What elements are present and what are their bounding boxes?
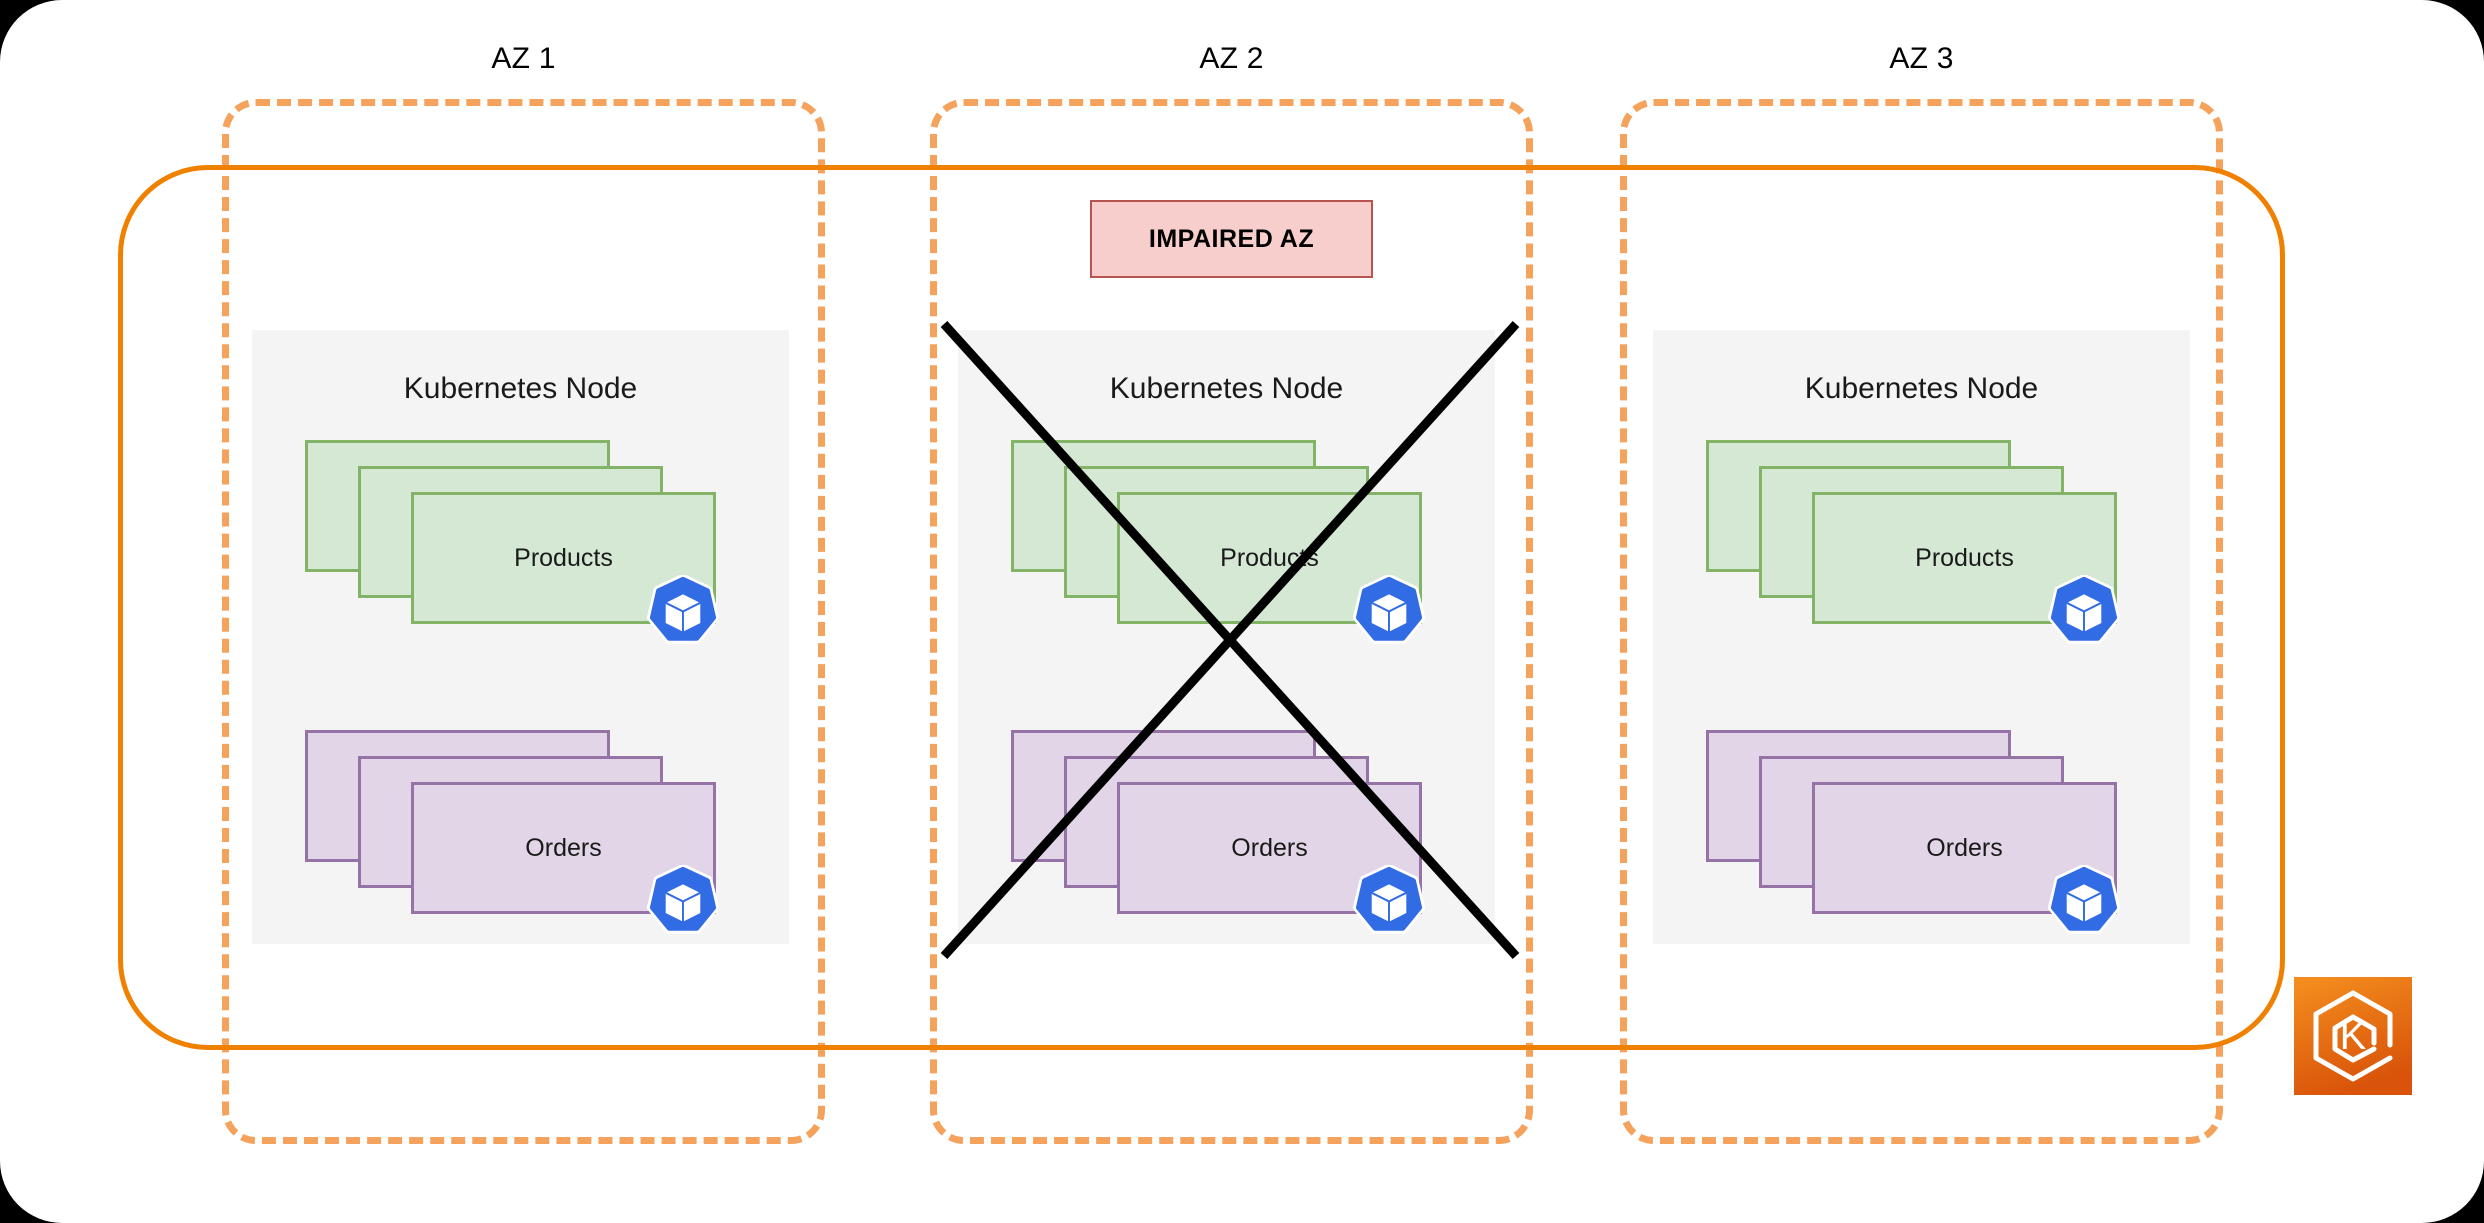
kubernetes-pod-icon bbox=[645, 573, 721, 651]
pod-stack-products-az3: Products bbox=[1706, 440, 2121, 644]
kubernetes-node-panel-az1: Kubernetes Node Products bbox=[252, 330, 789, 944]
pod-stack-products-az2: Products bbox=[1011, 440, 1426, 644]
eks-logo-icon: K bbox=[2294, 977, 2412, 1095]
pod-label-products-az3: Products bbox=[1915, 543, 2014, 572]
pod-stack-orders-az3: Orders bbox=[1706, 730, 2121, 934]
pod-stack-orders-az1: Orders bbox=[305, 730, 720, 934]
az-label-az2: AZ 2 bbox=[1199, 42, 1264, 75]
availability-zone-box-az3 bbox=[1620, 99, 2223, 1144]
kubernetes-node-panel-az2: Kubernetes Node Products bbox=[958, 330, 1495, 944]
impaired-az-badge: IMPAIRED AZ bbox=[1090, 200, 1373, 278]
availability-zone-box-az2 bbox=[930, 99, 1533, 1144]
kubernetes-pod-icon bbox=[1351, 863, 1427, 941]
svg-text:K: K bbox=[2340, 1014, 2367, 1058]
kubernetes-pod-icon bbox=[2046, 573, 2122, 651]
pod-label-orders-az3: Orders bbox=[1926, 833, 2003, 862]
pod-stack-products-az1: Products bbox=[305, 440, 720, 644]
pod-stack-orders-az2: Orders bbox=[1011, 730, 1426, 934]
kubernetes-pod-icon bbox=[2046, 863, 2122, 941]
node-title-az1: Kubernetes Node bbox=[403, 372, 638, 405]
kubernetes-pod-icon bbox=[1351, 573, 1427, 651]
pod-replica: Orders bbox=[1812, 782, 2117, 914]
kubernetes-pod-icon bbox=[645, 863, 721, 941]
node-title-az3: Kubernetes Node bbox=[1804, 372, 2039, 405]
pod-label-products-az1: Products bbox=[514, 543, 613, 572]
az-label-az3: AZ 3 bbox=[1889, 42, 1954, 75]
az-label-az1: AZ 1 bbox=[491, 42, 556, 75]
availability-zone-box-az1 bbox=[222, 99, 825, 1144]
kubernetes-node-panel-az3: Kubernetes Node Products bbox=[1653, 330, 2190, 944]
node-title-az2: Kubernetes Node bbox=[1109, 372, 1344, 405]
pod-label-orders-az1: Orders bbox=[525, 833, 602, 862]
